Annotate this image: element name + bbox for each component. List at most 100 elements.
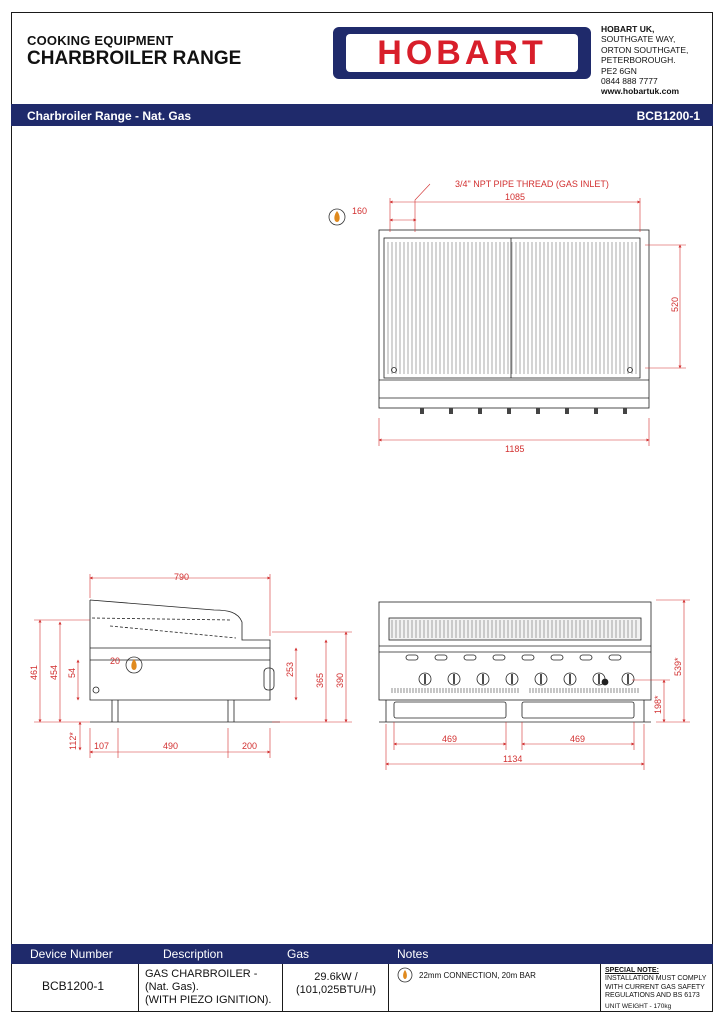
spec-table-header: Device Number Description Gas Notes: [11, 944, 713, 964]
front-grill: [388, 617, 642, 641]
dim-454: 454: [49, 665, 59, 680]
top-feet: [420, 408, 627, 414]
front-slot: [405, 654, 419, 661]
page-frame: [11, 12, 713, 1012]
foot: [420, 408, 424, 414]
col-notes: Notes: [397, 947, 429, 961]
address-line: SOUTHGATE WAY,: [601, 34, 676, 45]
spec-table-row: BCB1200-1 GAS CHARBROILER - (Nat. Gas). …: [11, 964, 713, 1012]
cell-device: BCB1200-1: [11, 964, 139, 1012]
foot: [623, 408, 627, 414]
cell-description: GAS CHARBROILER - (Nat. Gas). (WITH PIEZ…: [139, 964, 283, 1012]
grill-ridges: [387, 242, 637, 374]
product-band: Charbroiler Range - Nat. Gas BCB1200-1: [11, 104, 713, 126]
front-slot: [492, 654, 506, 661]
address-line: PETERBOROUGH.: [601, 55, 676, 66]
special-note-line: REGULATIONS AND BS 6173: [605, 992, 700, 1000]
foot: [449, 408, 453, 414]
foot: [478, 408, 482, 414]
cell-special-note: SPECIAL NOTE: INSTALLATION MUST COMPLY W…: [601, 964, 713, 1012]
page-title: CHARBROILER RANGE: [27, 48, 242, 69]
dim-54: 54: [67, 668, 77, 678]
col-gas: Gas: [287, 947, 310, 961]
special-note-line: WITH CURRENT GAS SAFETY: [605, 983, 705, 991]
dim-461: 461: [29, 665, 39, 680]
product-name: Charbroiler Range - Nat. Gas: [27, 109, 192, 123]
gas-symbol-top: [328, 208, 346, 226]
gas-inlet-note: 3/4" NPT PIPE THREAD (GAS INLET): [455, 179, 609, 189]
foot: [565, 408, 569, 414]
cell-notes: 22mm CONNECTION, 20m BAR: [389, 964, 601, 1012]
dim-tray-right: 469: [570, 734, 585, 744]
tray-left: [393, 701, 507, 719]
side-view-dimensions: [34, 574, 352, 758]
dim-200: 200: [242, 741, 257, 751]
address-line: ORTON SOUTHGATE,: [601, 44, 689, 55]
foot: [594, 408, 598, 414]
category-label: COOKING EQUIPMENT: [27, 33, 174, 48]
foot: [507, 408, 511, 414]
dim-490: 490: [163, 741, 178, 751]
company-address: HOBART UK, SOUTHGATE WAY, ORTON SOUTHGAT…: [601, 24, 688, 97]
front-slot: [434, 654, 448, 661]
col-device-number: Device Number: [30, 947, 113, 961]
address-website[interactable]: www.hobartuk.com: [601, 86, 680, 97]
dim-198: 198*: [653, 695, 663, 714]
dim-tray-left: 469: [442, 734, 457, 744]
dim-539: 539*: [673, 657, 683, 676]
front-slot: [608, 654, 622, 661]
dim-legs-width: 1134: [503, 754, 522, 764]
address-line: HOBART UK,: [601, 24, 655, 34]
front-slot: [521, 654, 535, 661]
unit-weight: UNIT WEIGHT - 170kg: [605, 1002, 672, 1010]
grill-area: [383, 237, 641, 379]
tray-right: [521, 701, 635, 719]
dim-253: 253: [285, 662, 295, 677]
logo-wordmark: HOBART: [346, 34, 578, 72]
dim-20: 20: [110, 656, 120, 666]
front-outline: [378, 601, 652, 701]
control-knobs: [418, 672, 635, 686]
top-view: [378, 229, 650, 414]
address-line: PE2 6GN: [601, 65, 637, 76]
cell-gas: 29.6kW / (101,025BTU/H): [283, 964, 389, 1012]
dim-inner-width: 1085: [505, 192, 525, 202]
special-note-line: INSTALLATION MUST COMPLY: [605, 975, 707, 983]
gas-flame-icon: [397, 967, 413, 983]
front-slot: [579, 654, 593, 661]
gas-btu: (101,025BTU/H): [295, 984, 377, 996]
dim-overall-width: 1185: [505, 444, 524, 454]
description-line: (WITH PIEZO IGNITION).: [145, 994, 272, 1006]
front-slots: [405, 654, 622, 661]
front-ridges: [391, 620, 637, 638]
description-line: (Nat. Gas).: [145, 981, 199, 993]
top-view-dimensions: [378, 183, 686, 446]
front-view-dimensions: [385, 599, 690, 770]
dim-leg-height: 112*: [68, 732, 78, 750]
gas-symbol-side: [125, 656, 143, 674]
front-slot: [550, 654, 564, 661]
dim-side-depth: 790: [174, 572, 189, 582]
dim-390: 390: [335, 673, 345, 688]
dim-depth: 520: [670, 297, 680, 312]
side-view: [89, 599, 280, 723]
technical-drawing: 3/4" NPT PIPE THREAD (GAS INLET) 160 108…: [29, 179, 690, 770]
dim-365: 365: [315, 673, 325, 688]
description-line: GAS CHARBROILER -: [145, 968, 258, 980]
front-slot: [463, 654, 477, 661]
front-view: [378, 601, 652, 723]
gas-power: 29.6kW /: [314, 971, 358, 983]
dim-107: 107: [94, 741, 109, 751]
connection-note: 22mm CONNECTION, 20m BAR: [419, 971, 536, 980]
foot: [536, 408, 540, 414]
special-note-title: SPECIAL NOTE:: [605, 967, 659, 974]
address-line: 0844 888 7777: [601, 76, 658, 87]
device-number: BCB1200-1: [42, 979, 105, 993]
dim-gas-offset: 160: [352, 206, 367, 216]
side-body: [89, 599, 271, 701]
front-vents: [391, 688, 639, 693]
model-number: BCB1200-1: [636, 109, 700, 123]
piezo-button: [601, 678, 609, 686]
top-view-outline: [378, 229, 650, 409]
hobart-logo: HOBART: [333, 27, 591, 79]
